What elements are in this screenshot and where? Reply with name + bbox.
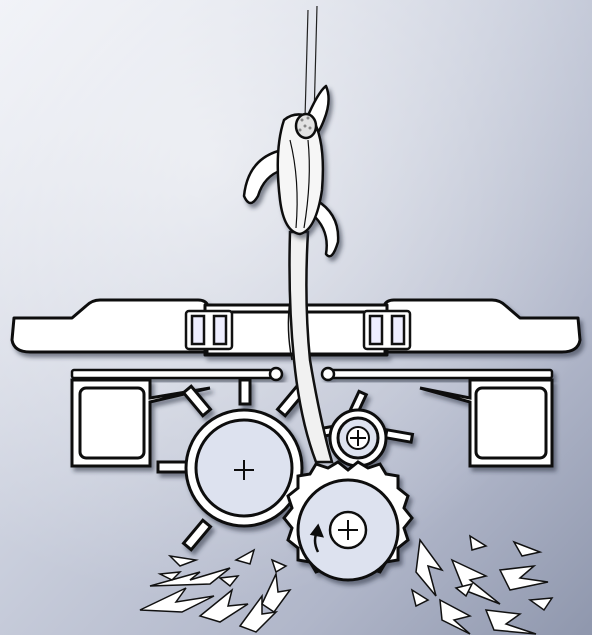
rail-left <box>72 370 272 378</box>
roller-right <box>322 368 334 380</box>
main-cog <box>284 462 412 580</box>
roller-left <box>270 368 282 380</box>
rail-right <box>330 370 552 378</box>
